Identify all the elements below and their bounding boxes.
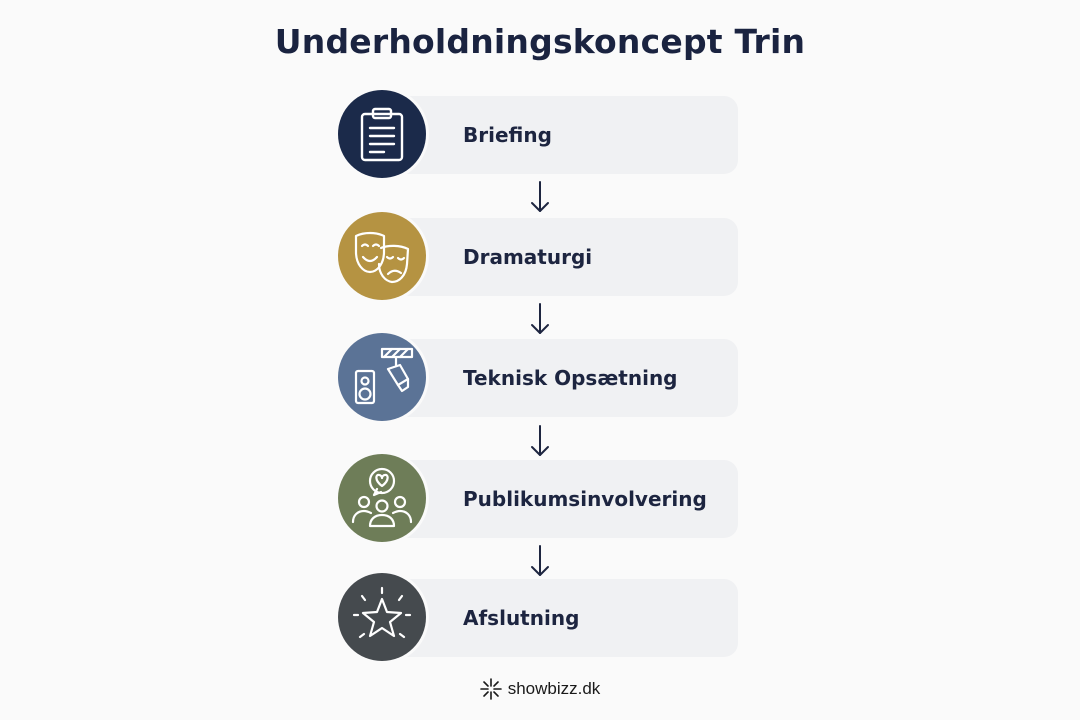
- sparkle-icon: [479, 678, 502, 700]
- step-icon-circle: [338, 333, 426, 421]
- arrow-down-icon: [531, 545, 549, 576]
- step-icon-circle: [338, 90, 426, 178]
- arrow-down-icon: [531, 425, 549, 456]
- step-teknisk-opsaetning: Teknisk Opsætning: [338, 333, 738, 423]
- arrow-down-icon: [531, 303, 549, 334]
- arrow-down-icon: [531, 181, 549, 212]
- step-afslutning: Afslutning: [338, 573, 738, 663]
- speaker-spotlight-icon: [354, 347, 414, 405]
- step-publikumsinvolvering: Publikumsinvolvering: [338, 454, 738, 544]
- step-icon-circle: [338, 454, 426, 542]
- step-dramaturgi: Dramaturgi: [338, 212, 738, 302]
- step-icon-circle: [338, 212, 426, 300]
- step-icon-circle: [338, 573, 426, 661]
- step-label: Teknisk Opsætning: [463, 366, 678, 390]
- step-label: Dramaturgi: [463, 245, 593, 269]
- step-card: [380, 96, 738, 174]
- step-label: Afslutning: [463, 606, 580, 630]
- step-label: Briefing: [463, 123, 552, 147]
- footer-brand-text: showbizz.dk: [507, 679, 601, 698]
- audience-heart-icon: [351, 467, 413, 528]
- step-card: [380, 218, 738, 296]
- step-card: [380, 339, 738, 417]
- footer-brand: showbizz.dk: [0, 678, 1080, 700]
- step-card: [380, 579, 738, 657]
- step-label: Publikumsinvolvering: [463, 487, 707, 511]
- step-card: [380, 460, 738, 538]
- star-icon: [352, 586, 412, 639]
- theater-masks-icon: [354, 231, 410, 284]
- page-title: Underholdningskoncept Trin: [274, 22, 806, 61]
- clipboard-icon: [360, 107, 404, 162]
- step-briefing: Briefing: [338, 90, 738, 180]
